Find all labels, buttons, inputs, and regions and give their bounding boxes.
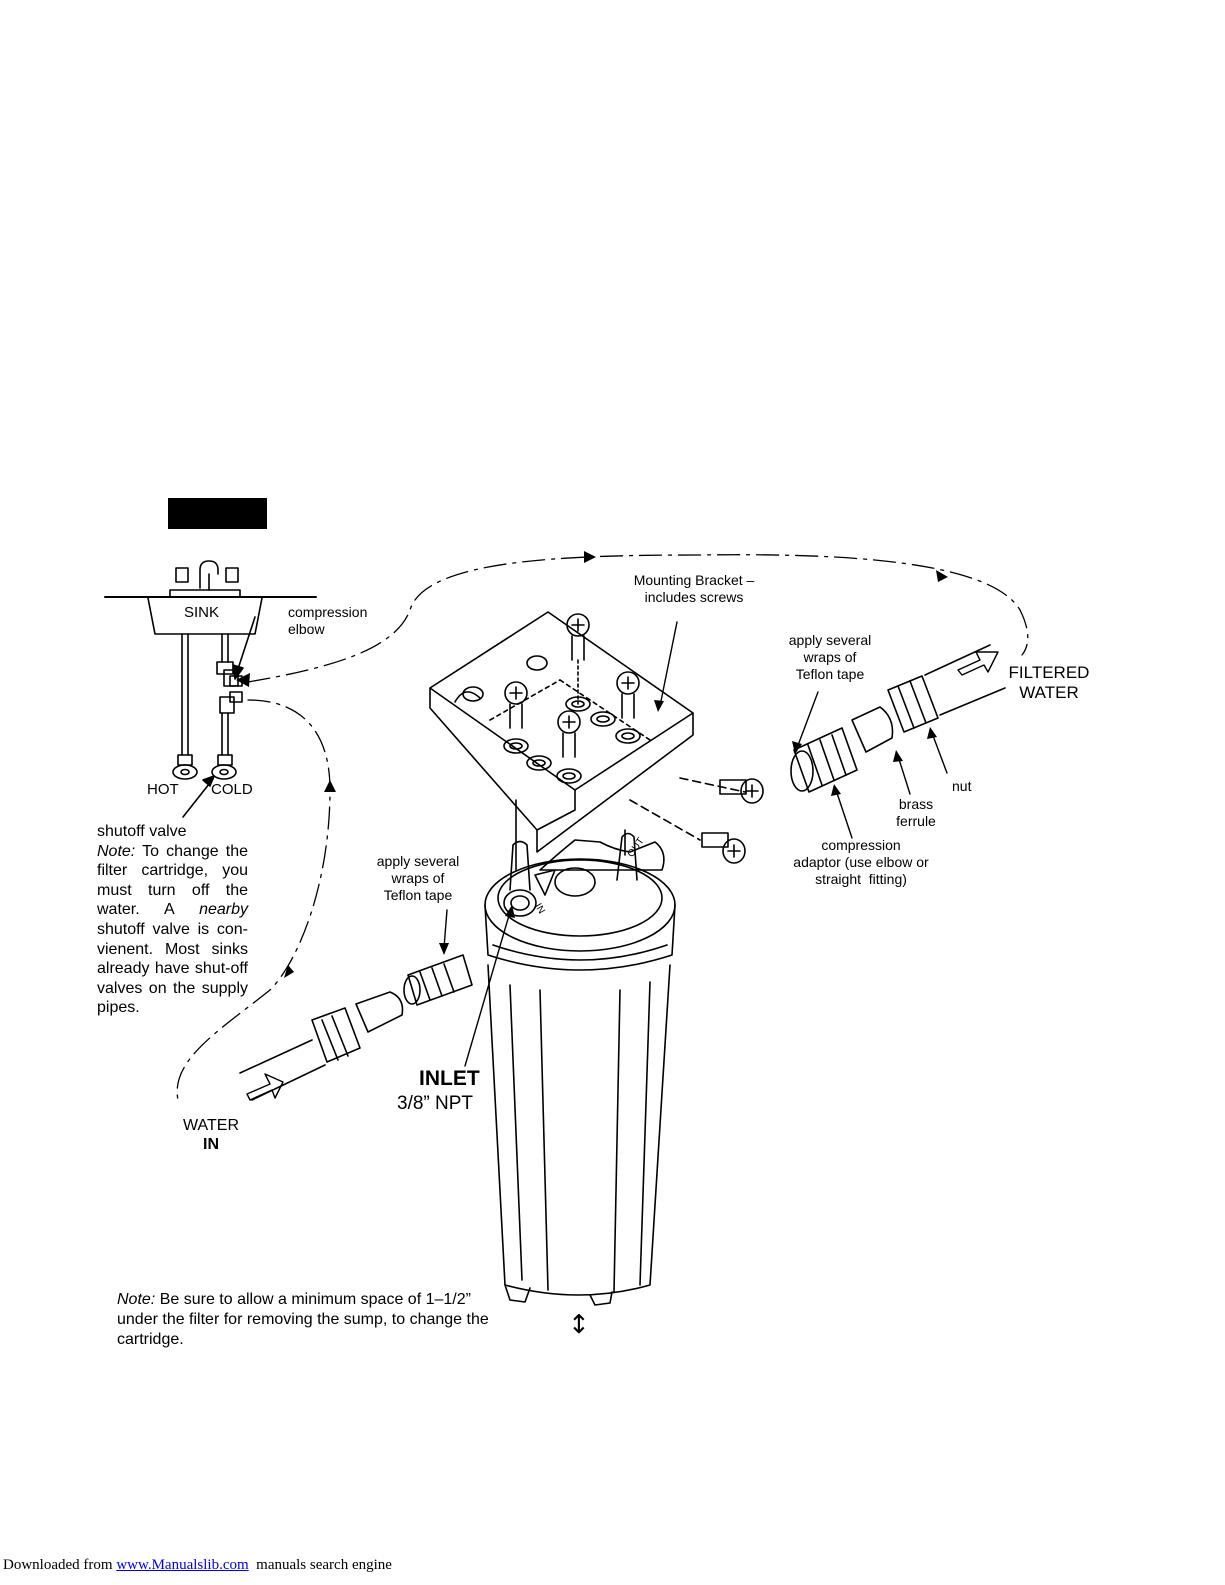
shutoff-valve-body: Note: To change the filter cartridge, yo…: [97, 842, 248, 1018]
shutoff-valve-note: shutoff valve Note: To change the filter…: [97, 822, 248, 1018]
shutoff-note-text-1: To change the filter cartridge, you must…: [97, 842, 248, 919]
teflon-tape-right-label: apply several wraps of Teflon tape: [770, 632, 890, 682]
teflon-tape-left-label: apply several wraps of Teflon tape: [358, 853, 478, 903]
compression-elbow-line-1: compression: [288, 604, 368, 620]
water-in-line-2: IN: [203, 1136, 219, 1154]
bracket-screws: [504, 613, 640, 758]
shutoff-note-text-2: shutoff valve is con-vienent. Most sinks…: [97, 920, 248, 1017]
teflon-right-line-1: apply several: [788, 632, 872, 648]
nut-label: nut: [952, 778, 972, 794]
water-in-label: WATER IN: [176, 1116, 246, 1154]
footer-suffix: manuals search engine: [248, 1557, 392, 1573]
mounting-bracket-line-2: includes screws: [644, 588, 744, 605]
mounting-bracket: [429, 611, 746, 871]
manualslib-link[interactable]: www.Manualslib.com: [116, 1557, 249, 1573]
hot-label: HOT: [147, 781, 179, 798]
teflon-right-line-3: Teflon tape: [795, 665, 865, 682]
route-arrowheads: [236, 551, 948, 978]
shutoff-note-emphasis: nearby: [199, 901, 248, 919]
brass-ferrule-label: brass ferrule: [884, 796, 948, 830]
filtered-water-label: FILTERED WATER: [1003, 663, 1095, 704]
teflon-left-line-3: Teflon tape: [383, 886, 453, 903]
mounting-bracket-line-1: Mounting Bracket –: [633, 572, 755, 588]
outlet-fittings: [790, 644, 1006, 793]
compression-elbow-line-2: elbow: [288, 620, 325, 637]
cold-label: COLD: [211, 781, 253, 798]
shutoff-note-label: Note:: [97, 842, 136, 860]
inlet-fittings: [239, 954, 473, 1101]
leader-lines: [443, 621, 948, 1067]
clearance-note-text: Be sure to allow a minimum space of 1–1/…: [117, 1291, 489, 1348]
inlet-label: INLET: [419, 1067, 480, 1090]
shutoff-valve-heading: shutoff valve: [97, 823, 187, 840]
download-footer: Downloaded from www.Manualslib.com manua…: [3, 1557, 392, 1574]
side-screws: [701, 778, 764, 864]
figure-tag: [168, 498, 267, 529]
filtered-water-line-1: FILTERED: [1008, 663, 1090, 682]
mounting-bracket-label: Mounting Bracket – includes screws: [610, 572, 778, 606]
water-in-line-1: WATER: [183, 1117, 239, 1134]
compression-elbow-label: compression elbow: [288, 604, 367, 638]
filtered-water-line-2: WATER: [1019, 683, 1079, 703]
clearance-note: Note: Be sure to allow a minimum space o…: [117, 1290, 512, 1350]
clearance-note-label: Note:: [117, 1291, 156, 1308]
compression-adaptor-label: compression adaptor (use elbow or straig…: [776, 837, 946, 887]
sink: [104, 560, 317, 818]
teflon-left-line-1: apply several: [376, 853, 460, 869]
teflon-left-line-2: wraps of: [391, 869, 445, 886]
sink-label: SINK: [184, 604, 220, 621]
clearance-arrow-icon: ↕: [568, 1310, 590, 1340]
inlet-size-label: 3/8” NPT: [397, 1093, 474, 1114]
leader-arrowheads: [439, 700, 937, 955]
compression-adaptor-line-1: compression: [821, 837, 901, 853]
compression-adaptor-line-3: straight fitting): [815, 870, 907, 887]
brass-ferrule-line-1: brass: [898, 796, 934, 812]
footer-prefix: Downloaded from: [3, 1557, 117, 1573]
compression-adaptor-line-2: adaptor (use elbow or: [793, 853, 929, 870]
filter-housing: [484, 832, 676, 1306]
teflon-right-line-2: wraps of: [803, 648, 857, 665]
brass-ferrule-line-2: ferrule: [896, 812, 936, 829]
dashed-route-lines: [176, 554, 1029, 1101]
